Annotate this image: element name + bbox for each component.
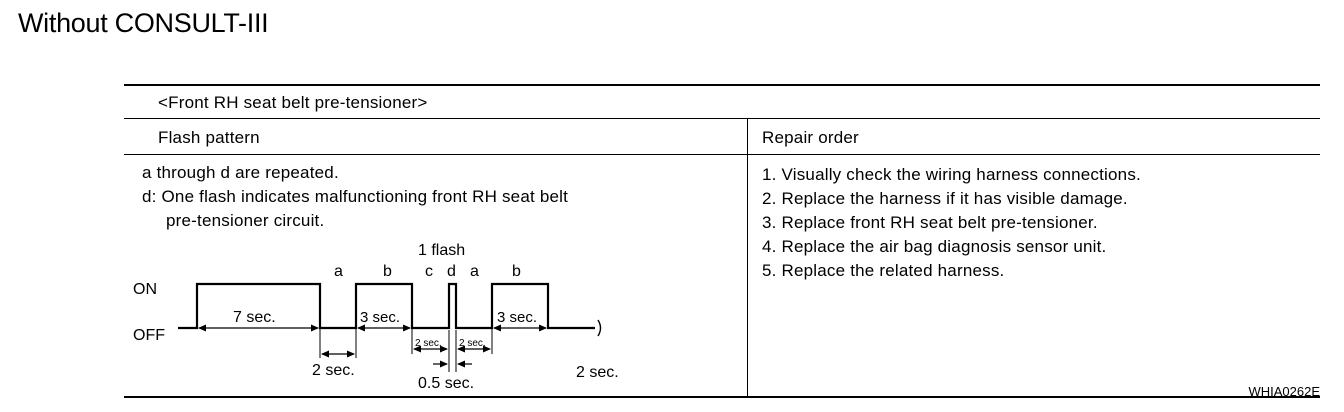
segment-b1-label: b (383, 263, 392, 280)
figure-code: WHIA0262E (1248, 384, 1320, 399)
repair-step: 5. Replace the related harness. (762, 261, 1005, 280)
repair-step: 1. Visually check the wiring harness con… (762, 165, 1141, 184)
segment-d-label: d (447, 263, 456, 280)
flash-description-line-2: d: One flash indicates malfunctioning fr… (142, 187, 569, 206)
on-label: ON (133, 281, 157, 298)
page-title: Without CONSULT-III (18, 8, 269, 38)
segment-b2-label: b (512, 263, 521, 280)
repair-steps-list: 1. Visually check the wiring harness con… (762, 163, 1141, 283)
segment-a2-label: a (470, 263, 479, 280)
label-05sec: 0.5 sec. (418, 375, 474, 392)
off-label: OFF (133, 327, 165, 344)
table-header-divider (124, 118, 1320, 119)
label-2sec-small-2: 2 sec. (459, 338, 486, 349)
table-column-header-divider (124, 154, 1320, 155)
repair-order-header: Repair order (762, 128, 859, 147)
label-7sec: 7 sec. (233, 309, 276, 326)
label-3sec-2: 3 sec. (497, 309, 537, 326)
segment-c-label: c (425, 263, 433, 280)
repair-step: 4. Replace the air bag diagnosis sensor … (762, 237, 1107, 256)
flash-pattern-diagram: ON OFF 1 flash a b c d a b 7 sec. 3 sec.… (133, 242, 619, 392)
table-column-divider (747, 119, 748, 396)
flash-pattern-header: Flash pattern (158, 128, 260, 147)
flash-description-line-3: pre-tensioner circuit. (166, 211, 325, 230)
table-top-border (124, 84, 1320, 86)
signal-waveform (178, 282, 595, 330)
repair-step: 3. Replace front RH seat belt pre-tensio… (762, 213, 1098, 232)
table-bottom-border (124, 396, 1320, 398)
label-3sec-1: 3 sec. (360, 309, 400, 326)
table-header: <Front RH seat belt pre-tensioner> (158, 93, 428, 112)
flash-description-line-1: a through d are repeated. (142, 163, 339, 182)
break-mark (597, 319, 602, 337)
label-2sec-b: 2 sec. (576, 364, 619, 381)
label-2sec-small-1: 2 sec. (415, 338, 442, 349)
repair-step: 2. Replace the harness if it has visible… (762, 189, 1128, 208)
one-flash-label: 1 flash (418, 242, 465, 259)
segment-a1-label: a (334, 263, 343, 280)
label-2sec-a: 2 sec. (312, 362, 355, 379)
